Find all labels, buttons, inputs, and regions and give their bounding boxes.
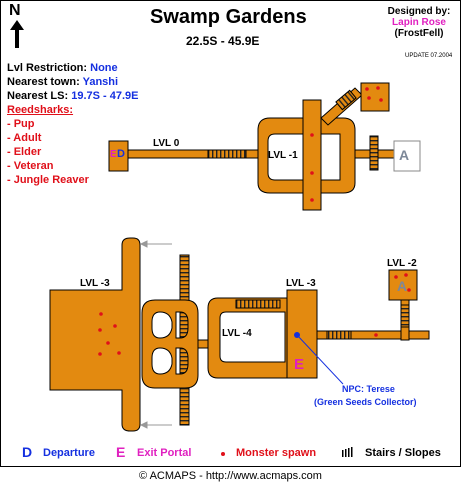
stairs bbox=[326, 330, 352, 340]
lvl-restriction-row: Lvl Restriction: None bbox=[7, 62, 118, 74]
spawn-dot bbox=[365, 87, 369, 91]
spawn-dot bbox=[407, 288, 411, 292]
reedshark-item: - Veteran bbox=[7, 160, 54, 172]
legend-departure-symbol: D bbox=[22, 444, 33, 460]
spawn-dot bbox=[404, 273, 408, 277]
area-a-label: A bbox=[397, 278, 408, 294]
reedshark-item: - Elder bbox=[7, 146, 42, 158]
figure8-room bbox=[141, 299, 199, 389]
level-label: LVL -1 bbox=[268, 150, 298, 161]
map-coords: 22.5S - 45.9E bbox=[186, 34, 260, 48]
big-room bbox=[49, 237, 141, 432]
level-label: LVL 0 bbox=[153, 138, 180, 149]
corridor bbox=[316, 330, 430, 340]
spawn-dot bbox=[376, 86, 380, 90]
reedshark-item: - Jungle Reaver bbox=[7, 174, 89, 186]
spawn-dot bbox=[310, 198, 314, 202]
npc-marker bbox=[294, 332, 300, 338]
spawn-dot bbox=[310, 133, 314, 137]
spawn-dot bbox=[98, 352, 102, 356]
nearest-ls-value: 19.7S - 47.9E bbox=[71, 90, 139, 102]
area-a-building bbox=[393, 140, 421, 172]
npc-leader-line bbox=[296, 334, 344, 385]
spawn-dot bbox=[310, 171, 314, 175]
north-label: N bbox=[9, 2, 21, 19]
npc-role: (Green Seeds Collector) bbox=[314, 397, 417, 407]
lvl-restriction-value: None bbox=[90, 62, 118, 74]
nearest-town-value: Yanshi bbox=[82, 76, 119, 88]
designer-guild: (FrostFell) bbox=[394, 28, 444, 39]
reedsharks-title: Reedsharks: bbox=[7, 104, 74, 116]
nearest-town-row: Nearest town: Yanshi bbox=[7, 76, 118, 88]
stairs bbox=[235, 299, 281, 309]
reedshark-item: - Pup bbox=[7, 118, 35, 130]
spawn-dot bbox=[374, 333, 378, 337]
level-label: LVL -2 bbox=[387, 258, 417, 269]
departure-marker: D bbox=[117, 148, 125, 160]
spawn-group bbox=[98, 86, 411, 356]
stairs bbox=[207, 149, 247, 159]
designer-name: Lapin Rose bbox=[392, 17, 446, 28]
designed-by-label: Designed by: bbox=[387, 6, 451, 17]
spawn-dot bbox=[98, 328, 102, 332]
spawn-dot bbox=[113, 324, 117, 328]
exit-portal-marker: E bbox=[110, 149, 117, 160]
spawn-dot bbox=[106, 341, 110, 345]
exit-portal-marker: E bbox=[294, 356, 305, 373]
stairs bbox=[400, 304, 410, 328]
loop-room-lvl-minus4 bbox=[207, 297, 293, 379]
reedshark-item: - Adult bbox=[7, 132, 42, 144]
nearest-ls-label: Nearest LS: bbox=[7, 90, 69, 102]
lvl-restriction-label: Lvl Restriction: bbox=[7, 62, 88, 74]
stairs bbox=[335, 89, 357, 111]
area-a-label: A bbox=[399, 147, 410, 163]
legend-exit-label: Exit Portal bbox=[137, 447, 192, 459]
level-label: LVL -3 bbox=[286, 278, 316, 289]
copyright: © ACMAPS - http://www.acmaps.com bbox=[139, 470, 322, 482]
spawn-dot bbox=[394, 275, 398, 279]
legend: D Departure E Exit Portal Monster spawn … bbox=[0, 440, 461, 466]
designer-block: Designed by: Lapin Rose (FrostFell) bbox=[383, 6, 455, 39]
level-label: LVL -4 bbox=[222, 328, 252, 339]
upper-room bbox=[360, 82, 390, 112]
legend-stairs-label: Stairs / Slopes bbox=[365, 447, 441, 459]
nearest-ls-row: Nearest LS: 19.7S - 47.9E bbox=[7, 90, 138, 102]
legend-stairs-icon bbox=[342, 447, 353, 457]
nearest-town-label: Nearest town: bbox=[7, 76, 80, 88]
north-arrow-icon bbox=[10, 20, 24, 48]
spine-corridor bbox=[302, 99, 322, 211]
map-title: Swamp Gardens bbox=[150, 6, 307, 28]
npc-name: NPC: Terese bbox=[342, 384, 395, 394]
spawn-dot bbox=[367, 96, 371, 100]
room-lvl-minus2 bbox=[388, 269, 418, 301]
arrow-head-icon bbox=[139, 421, 148, 429]
legend-spawn-icon bbox=[221, 452, 225, 456]
hall-lvl-minus3 bbox=[286, 289, 318, 379]
spawn-dot bbox=[99, 312, 103, 316]
legend-exit-symbol: E bbox=[116, 444, 126, 460]
stairs bbox=[369, 135, 379, 171]
spawn-dot bbox=[379, 98, 383, 102]
legend-spawn-label: Monster spawn bbox=[236, 447, 317, 459]
dungeon-map bbox=[49, 82, 430, 432]
arrow-head-icon bbox=[139, 240, 148, 248]
level-label: LVL -3 bbox=[80, 278, 110, 289]
spawn-dot bbox=[117, 351, 121, 355]
corridor bbox=[245, 149, 259, 159]
corridor bbox=[127, 149, 209, 159]
update-date: UPDATE 07.2004 bbox=[405, 53, 453, 59]
legend-departure-label: Departure bbox=[43, 447, 95, 459]
